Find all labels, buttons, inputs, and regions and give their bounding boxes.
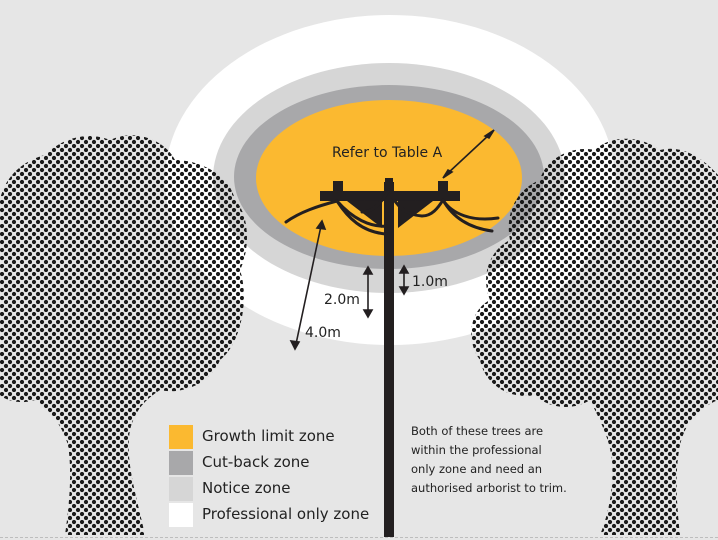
distance-1m-label: 1.0m	[412, 274, 448, 290]
distance-2m-label: 2.0m	[324, 292, 360, 308]
trees-note: Both of these trees are within the profe…	[411, 422, 611, 498]
right-tree-icon	[471, 138, 718, 535]
refer-table-label: Refer to Table A	[332, 145, 443, 161]
professional-only-swatch	[169, 503, 193, 527]
legend-item-growth-limit	[169, 425, 193, 449]
notice-swatch	[169, 477, 193, 501]
dimension-arrows	[289, 129, 495, 351]
legend-label-growth-limit: Growth limit zone	[202, 427, 335, 445]
note-line-1: Both of these trees are	[411, 424, 544, 438]
cut-back-swatch	[169, 451, 193, 475]
legend-item-cut-back	[169, 451, 193, 475]
note-line-2: within the professional	[411, 443, 542, 457]
distance-4m-label: 4.0m	[305, 325, 341, 341]
power-lines	[284, 188, 500, 236]
legend-item-notice	[169, 477, 193, 501]
legend-item-professional-only	[169, 503, 193, 527]
legend-label-cut-back: Cut-back zone	[202, 453, 310, 471]
legend-label-notice: Notice zone	[202, 479, 291, 497]
growth-limit-swatch	[169, 425, 193, 449]
legend-label-professional-only: Professional only zone	[202, 505, 370, 523]
bottom-divider	[0, 537, 718, 538]
note-line-4: authorised arborist to trim.	[411, 481, 567, 495]
left-tree-icon	[0, 135, 247, 535]
note-line-3: only zone and need an	[411, 462, 543, 476]
